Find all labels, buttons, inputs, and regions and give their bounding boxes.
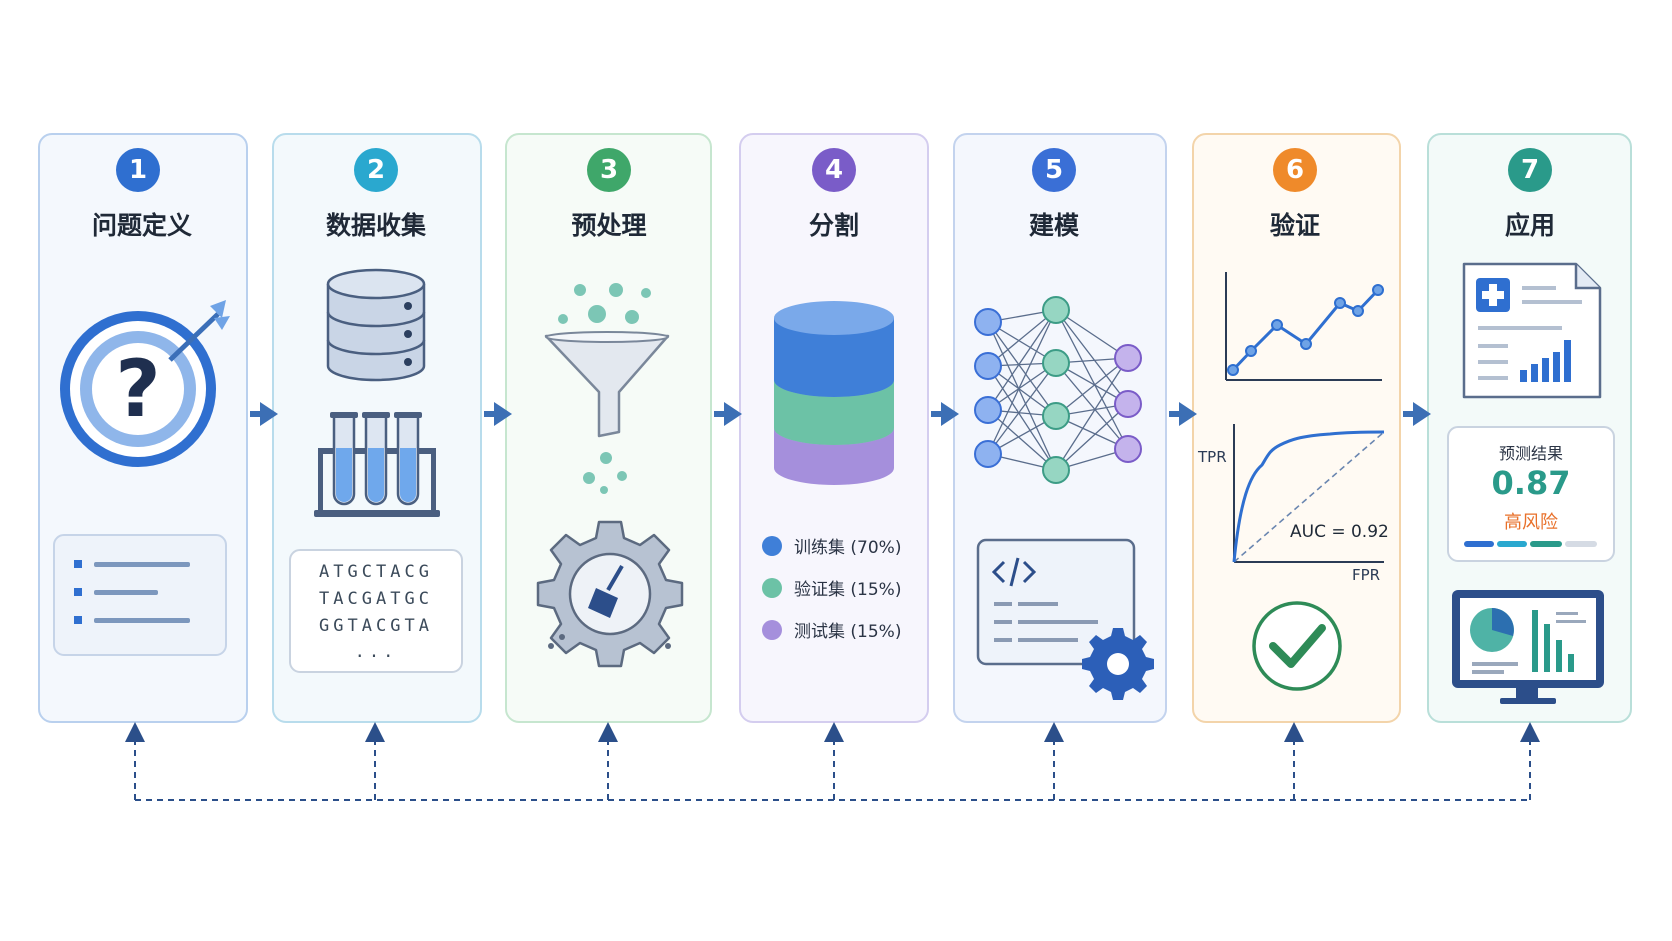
flow-arrows [250,402,1431,426]
step-badge-3: 3 [587,148,631,192]
legend-label-train: 训练集 (70%) [794,538,902,558]
code-editor-icon [976,538,1136,666]
step-title-2: 数据收集 [325,211,426,240]
risk-bar [1464,541,1597,547]
line-chart-icon [1225,272,1384,381]
neural-network-icon [974,296,1142,484]
feedback-loop [125,722,1540,801]
test-tubes-icon [314,412,440,517]
settings-gear-icon [1082,628,1154,700]
step-title-3: 预处理 [571,211,647,240]
dna-ellipsis: ... [354,642,398,662]
step-title-5: 建模 [1028,211,1079,240]
data-particles-icon [558,283,651,324]
roc-y-label: TPR [1198,448,1227,466]
legend-item-test: 测试集 (15%) [762,617,901,642]
medical-report-icon [1462,262,1602,399]
dna-sequence-box [289,549,463,673]
flow-arrow-4-5 [931,402,959,426]
roc-x-label: FPR [1352,566,1381,584]
funnel-icon [544,331,670,438]
flow-arrow-6-7 [1403,402,1431,426]
step-badge-6: 6 [1273,148,1317,192]
step-title-7: 应用 [1504,211,1555,240]
legend-swatch-validation [762,577,782,598]
step-title-4: 分割 [808,211,859,240]
checklist-icon [53,534,227,656]
flow-arrow-2-3 [484,402,512,426]
legend-item-validation: 验证集 (15%) [762,575,901,600]
step-title-1: 问题定义 [91,211,192,240]
check-circle-icon [1252,601,1342,691]
dna-row-3: GGTACGTA [319,616,433,636]
legend-swatch-test [762,619,782,640]
prediction-risk: 高风险 [1504,512,1558,533]
prediction-title: 预测结果 [1498,444,1563,463]
step-title-6: 验证 [1269,211,1320,240]
prediction-card [1447,426,1615,562]
step-badge-2: 2 [354,148,398,192]
flow-arrow-3-4 [714,402,742,426]
target-question-icon: ? [60,300,230,467]
legend-label-validation: 验证集 (15%) [794,580,902,600]
flow-arrow-5-6 [1169,402,1197,426]
step-badge-5: 5 [1032,148,1076,192]
dna-row-2: TACGATGC [319,589,433,609]
svg-text:?: ? [115,345,160,435]
legend-label-test: 测试集 (15%) [794,622,902,642]
flow-arrow-1-2 [250,402,278,426]
prediction-score: 0.87 [1491,464,1571,502]
roc-auc-label: AUC = 0.92 [1290,522,1389,542]
step-badge-4: 4 [812,148,856,192]
legend-item-train: 训练集 (70%) [762,533,901,558]
step-badge-7: 7 [1508,148,1552,192]
roc-curve-icon [1232,424,1385,563]
database-icon [326,268,426,382]
filtered-particles-icon [583,452,627,494]
step-badge-1: 1 [116,148,160,192]
dashboard-monitor-icon [1452,590,1604,704]
cleaning-gear-icon [536,520,684,668]
stacked-cylinder-icon [774,301,894,485]
legend-swatch-train [762,535,782,556]
dna-row-1: ATGCTACG [319,562,433,582]
